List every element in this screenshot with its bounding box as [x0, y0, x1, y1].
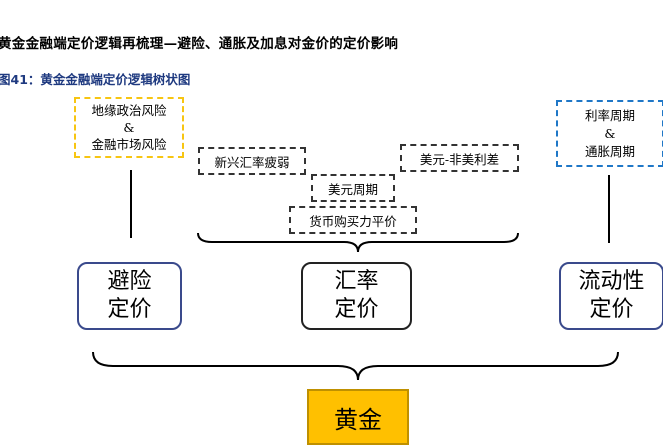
risk-line-2: &	[123, 120, 135, 135]
usd-cycle-box: 美元周期	[311, 174, 395, 202]
header-title: 黄金金融端定价逻辑再梳理—避险、通胀及加息对金价的定价影响	[0, 36, 399, 52]
liquidity-line-1: 流动性	[578, 269, 645, 294]
fx-pricing-line-1: 汇率	[334, 269, 379, 294]
geopolitical-financial-risk-box: 地缘政治风险 & 金融市场风险	[74, 97, 184, 158]
rate-inflation-cycle-box: 利率周期 & 通胀周期	[556, 100, 663, 167]
safe-haven-pricing-box: 避险 定价	[77, 262, 182, 330]
ppp-box: 货币购买力平价	[289, 206, 417, 234]
emerging-fx-weak-box: 新兴汇率疲弱	[198, 147, 306, 175]
gold-brace	[92, 351, 619, 381]
figure-caption: 图41：黄金金融端定价逻辑树状图	[0, 72, 191, 87]
safe-haven-line-1: 避险	[107, 269, 152, 294]
risk-line-3: 金融市场风险	[91, 137, 167, 152]
usd-rate-spread-box: 美元-非美利差	[400, 144, 519, 172]
fx-factors-brace	[197, 232, 519, 253]
safe-haven-line-2: 定价	[107, 297, 152, 322]
fx-pricing-box: 汇率 定价	[301, 262, 412, 330]
cycle-line-2: &	[604, 125, 616, 141]
risk-line-1: 地缘政治风险	[91, 103, 167, 118]
cycle-line-1: 利率周期	[584, 107, 635, 123]
liquidity-pricing-box: 流动性 定价	[559, 262, 663, 330]
cycle-line-3: 通胀周期	[584, 143, 635, 159]
liquidity-line-2: 定价	[589, 297, 634, 322]
gold-box: 黄金	[307, 389, 409, 445]
fx-pricing-line-2: 定价	[334, 297, 379, 322]
